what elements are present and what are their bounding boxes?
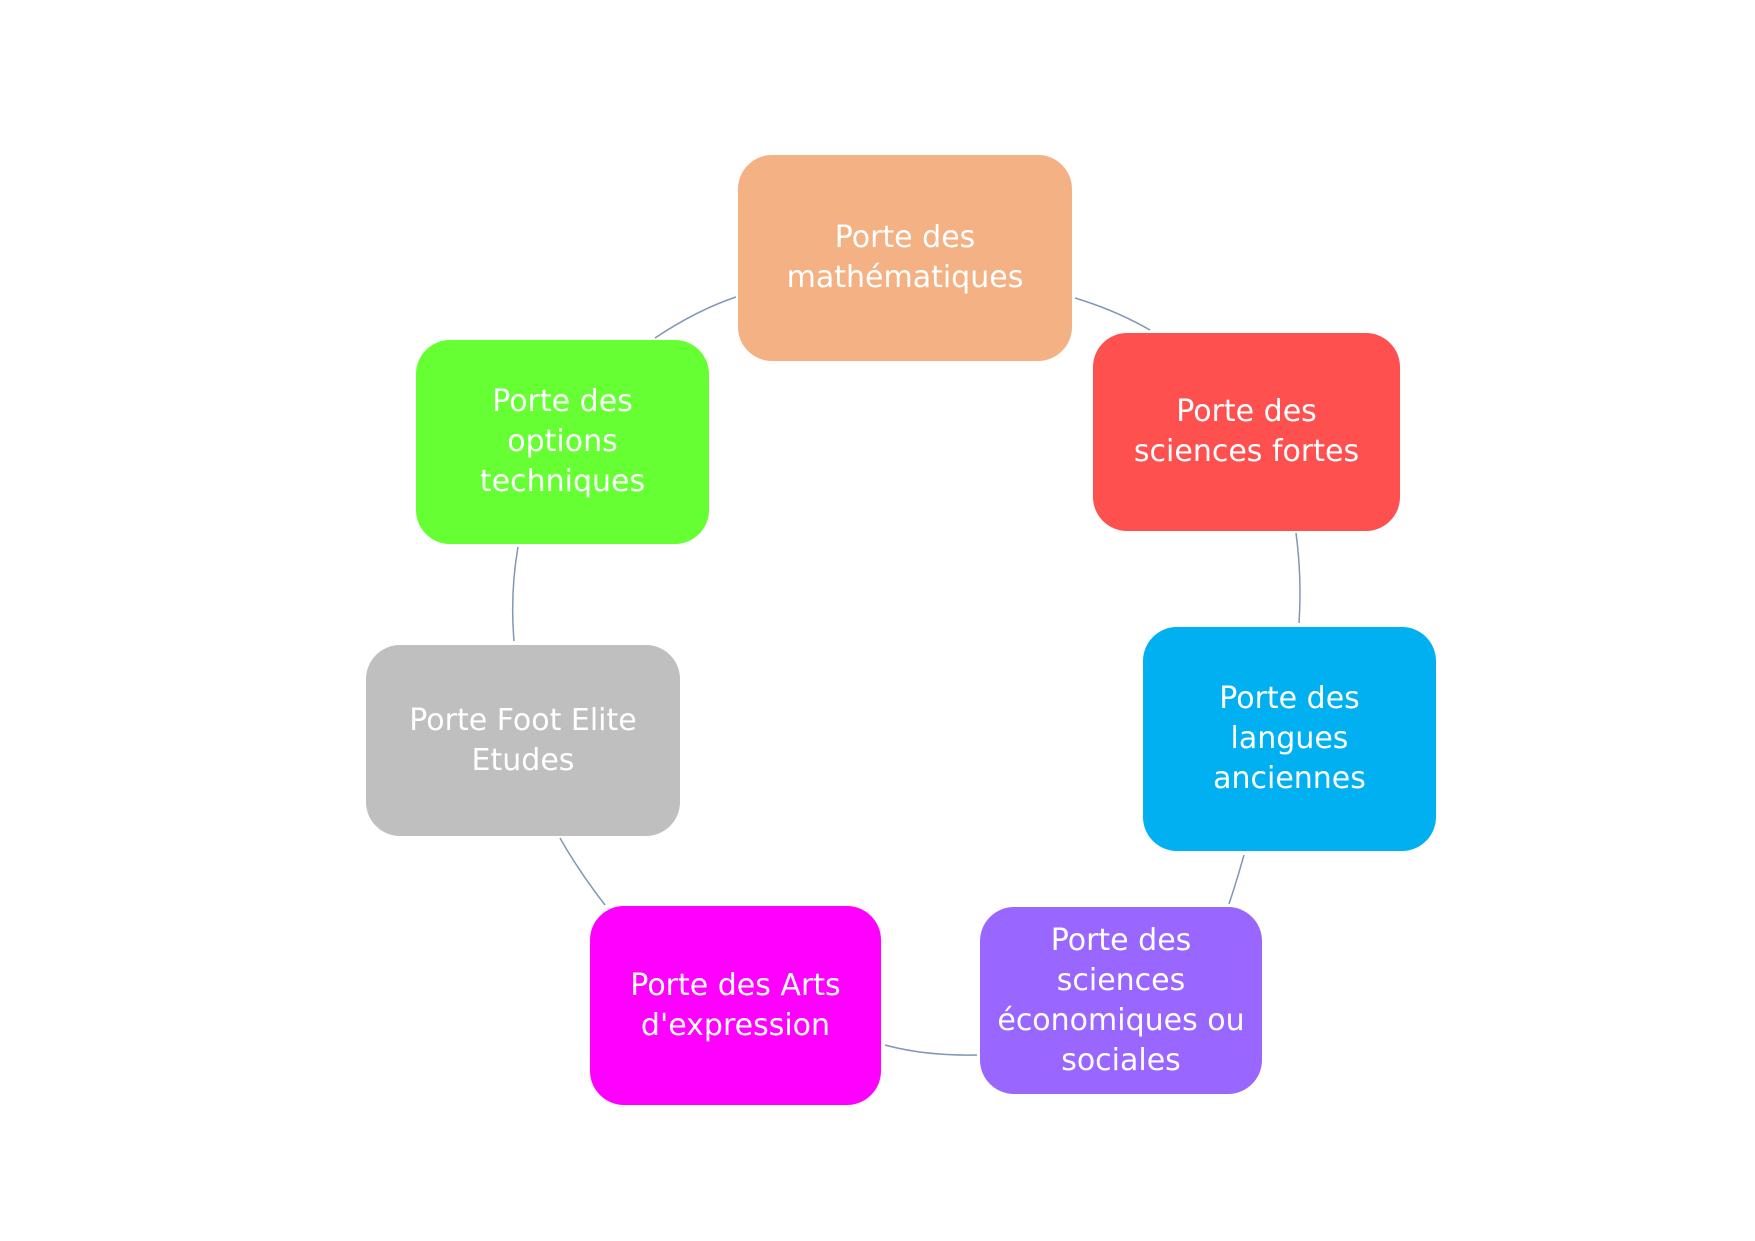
connector-lang-eco [1228, 854, 1245, 905]
node-arts-expression: Porte des Arts d'expression [590, 906, 881, 1105]
node-label-foot-elite: Porte Foot Elite Etudes [409, 702, 637, 778]
node-sciences-economiques: Porte des sciences économiques ou social… [980, 907, 1262, 1094]
node-label-mathematiques: Porte des mathématiques [786, 220, 1024, 295]
node-label-arts-expression: Porte des Arts d'expression [630, 967, 841, 1043]
node-label-langues-anciennes: Porte des langues anciennes [1213, 681, 1366, 796]
node-mathematiques: Porte des mathématiques [738, 155, 1072, 361]
connector-foot-tech [511, 546, 519, 642]
node-options-techniques: Porte des options techniques [416, 340, 709, 544]
connector-math-sci [1074, 297, 1151, 331]
node-label-sciences-economiques: Porte des sciences économiques ou social… [997, 922, 1245, 1078]
node-langues-anciennes: Porte des langues anciennes [1143, 627, 1436, 851]
node-sciences-fortes: Porte des sciences fortes [1093, 333, 1400, 531]
node-foot-elite: Porte Foot Elite Etudes [366, 645, 680, 836]
connector-sci-lang [1295, 532, 1301, 624]
connector-eco-arts [884, 1044, 978, 1056]
connector-tech-math [654, 296, 737, 339]
node-label-options-techniques: Porte des options techniques [479, 384, 646, 499]
connector-arts-foot [559, 837, 606, 906]
node-label-sciences-fortes: Porte des sciences fortes [1133, 394, 1360, 469]
